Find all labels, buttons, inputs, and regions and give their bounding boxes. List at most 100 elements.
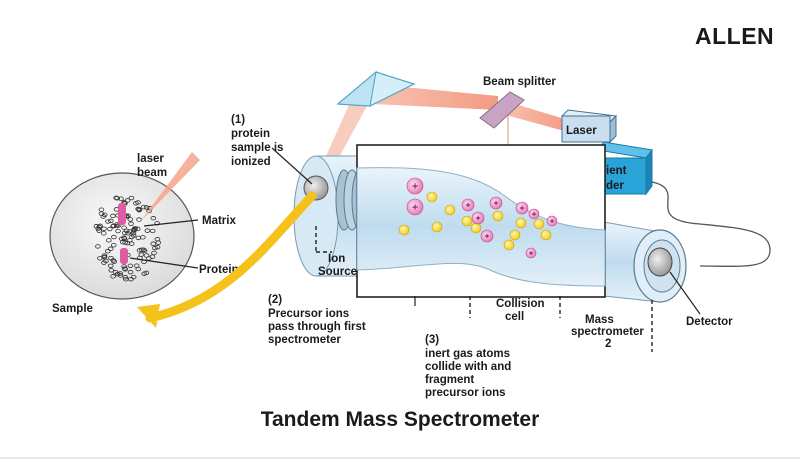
protein-spot-lower	[120, 248, 128, 264]
detector-icon	[633, 229, 687, 303]
ion-charge-sign	[412, 204, 418, 210]
inert-gas-atom	[492, 210, 504, 222]
matrix-crystal	[128, 221, 134, 226]
matrix-crystal	[154, 244, 161, 250]
matrix-crystal	[138, 252, 145, 257]
recorder-cable	[651, 181, 771, 267]
ion-source-label-2: Source	[318, 266, 357, 278]
matrix-crystal	[110, 213, 116, 219]
ion-charge-sign	[475, 215, 481, 221]
step3-label-4: fragment	[425, 374, 474, 386]
matrix-crystal	[150, 241, 157, 246]
step1-label-2: protein	[231, 128, 270, 140]
sample-disc	[49, 172, 195, 300]
matrix-crystal	[115, 228, 121, 234]
step2-label-1: (2)	[268, 294, 282, 306]
matrix-crystal	[107, 246, 114, 251]
matrix-crystal	[141, 271, 148, 276]
matrix-crystal	[111, 234, 117, 240]
matrix-crystal	[98, 211, 105, 216]
matrix-crystal	[106, 226, 113, 232]
matrix-crystal	[104, 249, 111, 254]
matrix-crystal	[110, 223, 116, 229]
inert-gas-atom	[515, 217, 527, 229]
matrix-crystal	[110, 242, 117, 248]
mass-spec-2-label-1: Mass	[585, 314, 614, 326]
matrix-crystal	[110, 274, 116, 279]
inert-gas-atom	[444, 204, 456, 216]
ion-charge-sign	[532, 212, 536, 216]
tube-coupling	[335, 169, 369, 231]
step1-label-4: ionized	[231, 156, 271, 168]
matrix-crystal	[118, 196, 124, 201]
ion-charge-sign	[484, 233, 490, 239]
inert-gas-atom	[426, 191, 438, 203]
matrix-crystal	[127, 269, 134, 275]
collision-cell-label-1: Collision	[496, 298, 545, 310]
matrix-crystal	[133, 263, 140, 268]
step2-label-4: spectrometer	[268, 334, 341, 346]
matrix-crystal	[140, 204, 147, 210]
ion-source-label-1: Ion	[328, 253, 345, 265]
detector-pointer	[669, 271, 701, 315]
matrix-crystal	[136, 217, 142, 222]
inert-gas-atom	[461, 215, 473, 227]
matrix-crystal	[118, 236, 125, 242]
step3-label-1: (3)	[425, 334, 439, 346]
beam-splitter-icon	[479, 91, 525, 129]
matrix-crystal	[150, 216, 157, 221]
collision-cell-label-2: cell	[505, 311, 524, 323]
ion-charge-sign	[529, 251, 533, 255]
matrix-crystal	[130, 274, 137, 280]
matrix-crystal	[126, 238, 133, 243]
matrix-crystal	[152, 245, 158, 251]
matrix-crystal	[114, 196, 120, 201]
recorder-box	[597, 141, 653, 196]
inert-gas-atom	[540, 229, 552, 241]
laser-beam-small	[140, 152, 200, 222]
laser-beam-label-1: laser	[137, 153, 164, 165]
laser-beam-label-2: beam	[137, 167, 167, 179]
matrix-crystal	[101, 226, 107, 231]
matrix-crystal	[134, 226, 141, 232]
matrix-crystal	[95, 244, 101, 249]
ion-charge-sign	[519, 205, 525, 211]
prism-icon	[336, 70, 416, 107]
matrix-crystal	[108, 255, 114, 261]
matrix-crystal	[101, 253, 108, 258]
step3-label-2: inert gas atoms	[425, 348, 510, 360]
step2-label-2: Precursor ions	[268, 308, 349, 320]
beam-splitter-label: Beam splitter	[483, 76, 556, 88]
step2-label-3: pass through first	[268, 321, 366, 333]
inert-gas-atom	[398, 224, 410, 236]
inert-gas-atom	[533, 218, 545, 230]
matrix-crystal	[121, 264, 127, 269]
matrix-crystal	[93, 224, 100, 229]
ion-charge-sign	[465, 202, 471, 208]
mass-spec-2-label-2: spectrometer	[571, 326, 644, 338]
laser-icon	[560, 109, 618, 144]
curved-arrow-icon	[145, 191, 317, 323]
matrix-crystal	[154, 237, 161, 242]
step3-label-3: collide with and	[425, 361, 511, 373]
curved-arrow-head	[137, 304, 160, 328]
matrix-crystal	[107, 263, 114, 268]
matrix-label: Matrix	[202, 215, 236, 227]
laser-beam-right	[502, 100, 568, 132]
matrix-crystal	[122, 275, 129, 280]
protein-label: Protein	[199, 264, 239, 276]
step1-label-3: sample is	[231, 142, 283, 154]
matrix-crystal	[128, 195, 135, 201]
matrix-crystal	[95, 226, 102, 231]
ion-charge-sign	[412, 183, 418, 189]
particles	[398, 177, 558, 259]
matrix-crystal	[121, 266, 128, 271]
inert-gas-atom	[509, 229, 521, 241]
matrix-crystal	[101, 212, 108, 218]
matrix-crystal	[125, 231, 131, 236]
matrix-crystal	[121, 225, 127, 230]
protein-spot-upper	[118, 203, 126, 225]
sample-label: Sample	[52, 303, 93, 315]
matrix-crystal	[146, 208, 152, 214]
